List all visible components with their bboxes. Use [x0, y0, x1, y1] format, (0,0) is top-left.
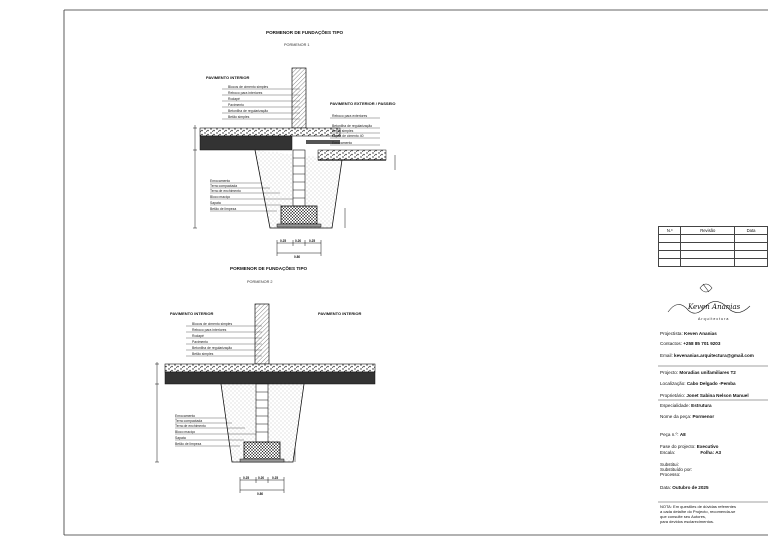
replaced-by: Substituído por: — [660, 467, 693, 472]
date-label: Data: — [660, 485, 671, 490]
rev-header: N.º — [657, 226, 682, 235]
d1-label: Sapata — [210, 201, 221, 205]
contacts-value: +258 85 701 9203 — [683, 341, 721, 346]
rev-header: Data — [734, 226, 768, 235]
detail-2-title: PORMENOR DE FUNDAÇÕES TIPO — [230, 266, 308, 271]
note-line: NOTA: Em questões de dúvidas referentes — [660, 504, 736, 509]
d2-label: Bloco maciço — [175, 430, 196, 434]
detail-1-section — [193, 67, 396, 256]
piece-name-label: Nome da peça: — [660, 414, 692, 419]
d2-dim: 0.25 — [243, 476, 250, 480]
d1-label: Reboco para interiores — [228, 91, 263, 95]
project-value: Moradias unifamiliares T2 — [679, 370, 736, 375]
owner-label: Proprietário: — [660, 393, 686, 398]
d1-label: Betonilha de regularização — [332, 124, 373, 128]
phase-label: Fase do projecto: — [660, 444, 696, 449]
d1-label: Betão simples — [332, 129, 354, 133]
d2-dim: 0.20 — [258, 476, 265, 480]
d1-dim: 0.25 — [309, 239, 316, 243]
d2-label: Sapata — [175, 436, 186, 440]
d1-label: Betão de limpeza — [210, 207, 237, 211]
d2-label: Betão simples — [192, 352, 214, 356]
owner-value: Jonet Sabina Nelson Manuel — [686, 393, 749, 398]
detail-2-left-heading: PAVIMENTO INTERIOR — [170, 311, 214, 316]
d2-label: Betão de limpeza — [175, 442, 202, 446]
title-block-frame — [658, 365, 768, 503]
location-value: Cabo Delgado -Pemba — [686, 381, 736, 386]
d2-dim-total: 0.80 — [257, 492, 264, 496]
d1-label: Terra de enchimento — [210, 189, 241, 193]
signature-text: Keven Ananias — [688, 303, 741, 311]
piece-name-value: Pormenor — [692, 414, 715, 419]
email-label: Email: — [660, 353, 673, 358]
piece-no-label: Peça n.º: — [660, 432, 679, 437]
d1-label: Reboco para exteriores — [332, 114, 368, 118]
d1-dim-total: 0.80 — [294, 255, 301, 259]
detail-1-subtitle: PORMENOR 1 — [284, 43, 310, 47]
contacts-label: Contactos: — [660, 341, 682, 346]
phase-value: Executivo — [696, 444, 719, 449]
piece-no-value: A8 — [679, 432, 686, 437]
d1-label: Lajeta de cimento 40 — [332, 134, 364, 138]
detail-2-right-heading: PAVIMENTO INTERIOR — [318, 311, 362, 316]
d1-label: Enrocamento — [332, 141, 353, 145]
signature-subtitle: Arquitectura — [698, 317, 730, 321]
rev-header: Revisão — [680, 226, 736, 235]
detail-2-subtitle: PORMENOR 2 — [247, 280, 273, 284]
d1-label: Pavimento — [228, 103, 245, 107]
d1-label: Blocos de cimento simples — [228, 85, 269, 89]
process: Processo: — [660, 472, 681, 477]
detail-1-title: PORMENOR DE FUNDAÇÕES TIPO — [266, 30, 344, 35]
detail-1-left-heading: PAVIMENTO INTERIOR — [206, 75, 250, 80]
specialty-value: Estrutura — [691, 403, 712, 408]
d1-label: Bloco maciço — [210, 195, 231, 199]
replaces: Substitui: — [660, 462, 679, 467]
email-value[interactable]: kevenanias.arquitectura@gmail.com — [674, 353, 754, 358]
note-line: que consulte seu Autores, — [660, 514, 707, 519]
date-value: Outubro de 2025 — [672, 485, 709, 490]
d2-label: Terra compactada — [175, 419, 203, 423]
projectist-value: Keven Ananias — [684, 331, 717, 336]
d2-label: Pavimento — [192, 340, 209, 344]
projectist-label: Projectista: — [660, 331, 683, 336]
d1-label: Enrocamento — [210, 179, 231, 183]
location-label: Localização: — [660, 381, 686, 386]
note-line: para devidos esclarecimentos. — [660, 519, 715, 524]
d2-label: Blocos de cimento simples — [192, 322, 233, 326]
d2-label: Betonilha de regularização — [192, 346, 233, 350]
d2-label: Terra de enchimento — [175, 424, 206, 428]
d1-label: Terra compactada — [210, 184, 238, 188]
scale-value: Folha: A3 — [700, 450, 722, 455]
scale-label: Escala: — [660, 450, 676, 455]
d2-label: Rodapé — [192, 334, 204, 338]
signature-logo — [667, 283, 751, 314]
note-line: a cada detalhe do Projecto, recomenda-se — [660, 509, 736, 514]
d1-label: Rodapé — [228, 97, 240, 101]
d1-label: Betão simples — [228, 115, 250, 119]
detail-2-section — [155, 303, 376, 493]
d1-dim: 0.20 — [295, 239, 302, 243]
d2-label: Reboco para interiores — [192, 328, 227, 332]
detail-1-right-heading: PAVIMENTO EXTERIOR / PASSEIO — [330, 101, 396, 106]
project-label: Projecto: — [660, 370, 679, 375]
d1-dim: 0.25 — [280, 239, 287, 243]
specialty-label: Especialidade: — [660, 403, 690, 408]
d1-label: Betonilha de regularização — [228, 109, 269, 113]
d2-label: Enrocamento — [175, 414, 196, 418]
d2-dim: 0.25 — [272, 476, 279, 480]
